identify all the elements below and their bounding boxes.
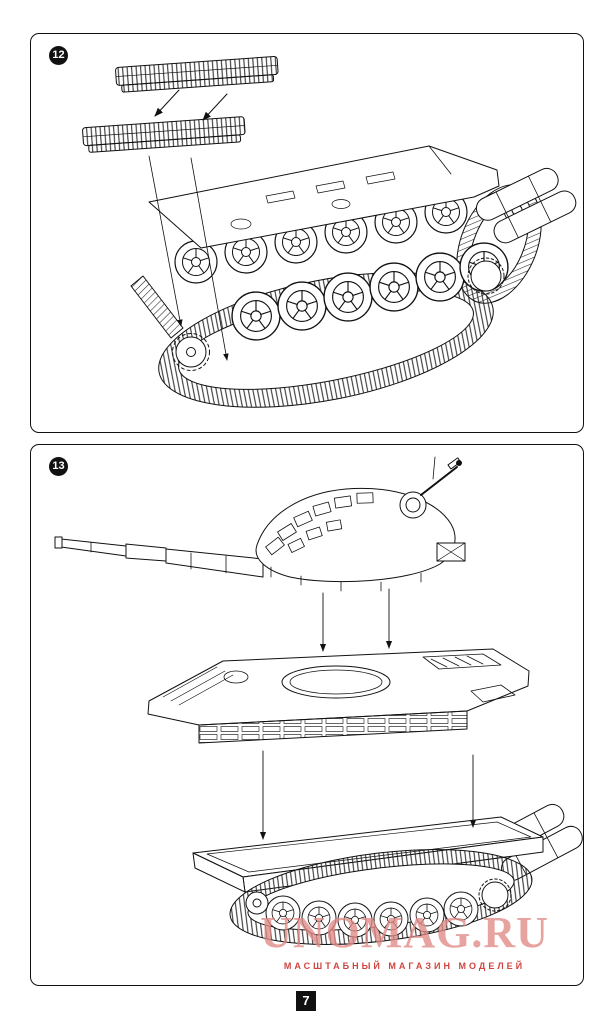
step-12-panel: 12 [30,33,584,433]
assembly-arrow-icons [148,89,229,361]
chassis-drawing [130,145,577,408]
upper-hull-drawing [147,648,530,744]
lower-hull-drawing [192,803,583,945]
machine-gun [420,456,462,496]
step-13-badge: 13 [49,457,68,476]
step-12-diagram [82,56,577,408]
step-13-panel: 13 [30,444,584,986]
page-number: 7 [296,991,316,1011]
fuel-drums [475,167,577,244]
step-12-badge: 12 [49,46,68,65]
era-blocks [265,492,374,556]
step-13-diagram [54,456,583,945]
turret-drawing [54,456,466,592]
track-link-strips [82,56,279,153]
assembly-arrow-icons [259,588,477,840]
